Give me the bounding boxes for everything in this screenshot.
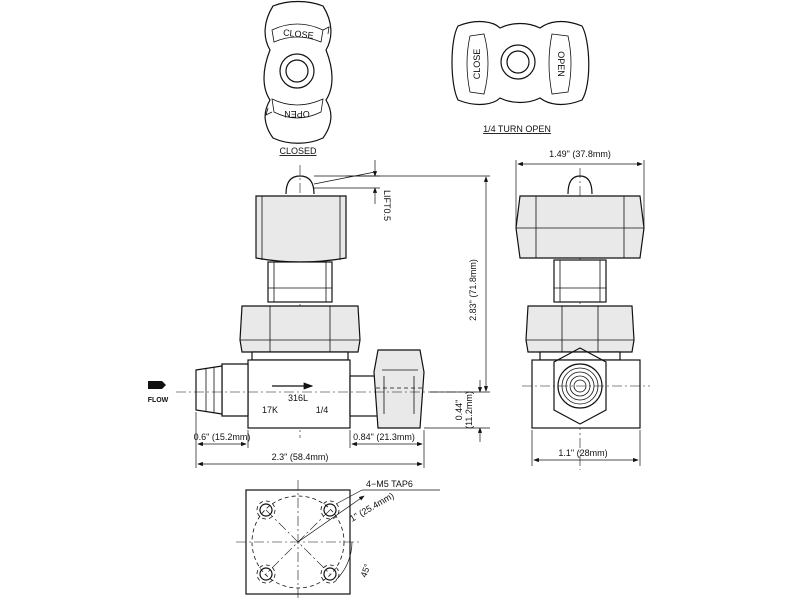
material-mark: 316L — [288, 393, 308, 403]
top-width-dimension: 1.49" (37.8mm) — [549, 149, 611, 159]
bolt-hole — [320, 500, 340, 520]
open-label-rotated: OPEN — [556, 51, 566, 77]
front-view: 316L 17K 1/4 FLOW — [148, 165, 470, 438]
knob-closed-view: CLOSE OPEN CLOSED — [263, 0, 333, 156]
size-mark: 1/4 — [316, 405, 329, 415]
open-label: OPEN — [284, 109, 310, 119]
port-center-mm-dimension: (11.2mm) — [464, 391, 474, 429]
close-label-rotated: CLOSE — [472, 49, 482, 80]
closed-caption: CLOSED — [279, 146, 317, 156]
bolt-hole — [320, 564, 340, 584]
knob-quarter-turn-view: CLOSE OPEN 1/4 TURN OPEN — [451, 20, 590, 134]
bolt-hole — [256, 564, 276, 584]
left-port-dimension: 0.6" (15.2mm) — [194, 432, 251, 442]
bolt-hole — [256, 500, 276, 520]
angle-dimension: 45° — [358, 562, 372, 579]
side-view — [515, 168, 650, 470]
bolt-callout: 4−M5 TAP6 — [366, 479, 413, 489]
lift-dimension: LIFT0.5 — [382, 190, 392, 221]
port-center-dimension: 0.44" — [454, 400, 464, 421]
close-label: CLOSE — [283, 27, 314, 40]
body-width-dimension: 1.1" (28mm) — [558, 448, 607, 458]
quarter-turn-caption: 1/4 TURN OPEN — [483, 124, 551, 134]
right-port-dimension: 0.84" (21.3mm) — [353, 432, 415, 442]
bottom-view: 4−M5 TAP6 1" (25.4mm) 45° — [236, 479, 440, 600]
side-dimensions: 1.49" (37.8mm) 1.1" (28mm) — [515, 149, 645, 466]
bolt-spacing-dimension: 1" (25.4mm) — [348, 490, 396, 523]
overall-height-dimension: 2.83" (71.8mm) — [468, 259, 478, 321]
front-dimensions: LIFT0.5 2.83" (71.8mm) 0.44" (11.2mm) 0.… — [194, 160, 490, 468]
flow-label: FLOW — [148, 397, 169, 404]
pressure-mark: 17K — [262, 405, 278, 415]
overall-length-dimension: 2.3" (58.4mm) — [272, 452, 329, 462]
